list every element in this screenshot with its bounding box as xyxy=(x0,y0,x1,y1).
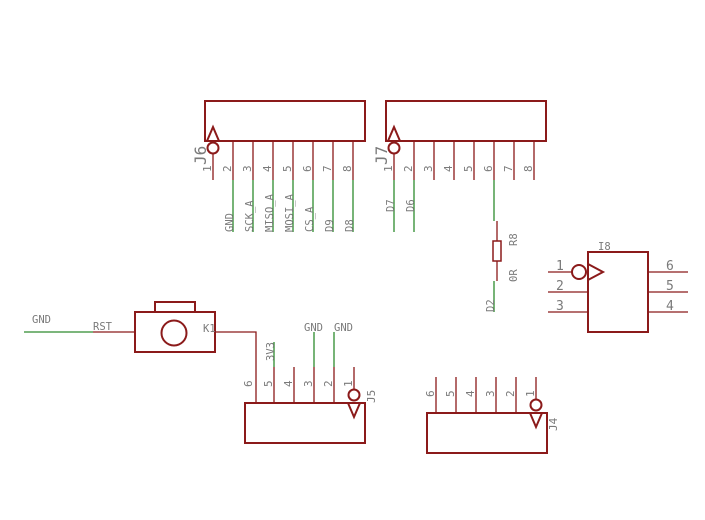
j7-ref-label: J7 xyxy=(372,146,391,165)
j4-pin-6: 6 xyxy=(424,390,437,397)
j5-pin-4: 4 xyxy=(282,380,295,387)
net-label-d9: D9 xyxy=(324,219,336,232)
j4-pin1-triangle xyxy=(528,412,544,430)
j7-pins xyxy=(393,141,535,180)
j4-pins xyxy=(435,377,537,413)
net-label-miso-a: MISO_A xyxy=(264,193,276,232)
j5-pin-3: 3 xyxy=(302,380,315,387)
j6-net-wires xyxy=(232,180,354,232)
ic-i8[interactable]: I8 1 2 3 6 5 4 xyxy=(548,241,688,333)
net-label-cs-a: CS_A xyxy=(304,206,316,232)
j6-pin-2: 2 xyxy=(221,165,234,172)
connector-j6[interactable]: J6 1 2 3 4 5 6 7 8 GND SCK_A MISO_A MOSI… xyxy=(191,100,366,232)
connector-j5[interactable]: J5 6 5 4 3 2 1 3V3 GND GND xyxy=(242,322,378,444)
resistor-r8[interactable]: R8 0R D2 xyxy=(485,180,520,312)
j4-ref-label: J4 xyxy=(547,417,560,431)
k1-right-lead xyxy=(215,331,257,402)
j5-pin1-circle xyxy=(347,388,361,402)
j6-pin-7: 7 xyxy=(321,165,334,172)
j6-pin1-triangle xyxy=(205,124,221,142)
j5-pin1-triangle xyxy=(346,402,362,420)
j6-body xyxy=(204,100,366,142)
j6-pin-6: 6 xyxy=(301,165,314,172)
net-label-gnd-j5a: GND xyxy=(304,322,323,334)
j5-ref-label: J5 xyxy=(365,390,378,403)
j4-pin-1: 1 xyxy=(524,390,537,397)
j7-pin-4: 4 xyxy=(442,165,455,172)
j6-pin-1: 1 xyxy=(201,165,214,172)
j7-pin-1: 1 xyxy=(382,165,395,172)
net-label-sck-a: SCK_A xyxy=(244,200,256,232)
j7-pin-7: 7 xyxy=(502,165,515,172)
j4-pin1-circle xyxy=(529,398,543,412)
net-label-d6: D6 xyxy=(405,199,417,212)
j5-pins xyxy=(273,367,355,403)
k1-ref-label: K1 xyxy=(203,323,216,335)
j5-pin-1: 1 xyxy=(342,380,355,387)
net-label-d2: D2 xyxy=(485,299,497,312)
i8-pin-4: 4 xyxy=(666,299,674,314)
net-label-3v3: 3V3 xyxy=(265,342,277,361)
j7-pin1-triangle xyxy=(386,124,402,142)
r8-ref-label: R8 xyxy=(508,233,520,246)
j4-pin-5: 5 xyxy=(444,390,457,397)
j5-pin-6: 6 xyxy=(242,380,255,387)
j7-pin-2: 2 xyxy=(402,165,415,172)
k1-cap xyxy=(154,301,196,313)
j6-pin-4: 4 xyxy=(261,165,274,172)
i8-pin-2: 2 xyxy=(556,279,564,294)
j4-body xyxy=(426,412,548,454)
net-label-gnd-j5b: GND xyxy=(334,322,353,334)
i8-pin-3: 3 xyxy=(556,299,564,314)
net-label-gnd-left: GND xyxy=(32,314,51,326)
net-label-d7: D7 xyxy=(385,199,397,212)
i8-pin1-circle xyxy=(571,264,587,280)
j6-pins xyxy=(212,141,354,180)
j7-body xyxy=(385,100,547,142)
button-k1[interactable]: GND RST K1 xyxy=(24,301,257,402)
j5-body xyxy=(244,402,366,444)
j4-pin-3: 3 xyxy=(484,390,497,397)
j5-pin-5: 5 xyxy=(262,380,275,387)
r8-value-label: 0R xyxy=(508,269,520,282)
i8-pins xyxy=(548,271,688,313)
net-label-gnd: GND xyxy=(224,213,236,232)
j5-pin-2: 2 xyxy=(322,380,335,387)
i8-pin1-triangle xyxy=(587,262,606,282)
j6-ref-label: J6 xyxy=(191,146,210,165)
j5-net-wires xyxy=(273,332,335,367)
j7-pin-3: 3 xyxy=(422,165,435,172)
j6-pin-5: 5 xyxy=(281,165,294,172)
j7-pin-5: 5 xyxy=(462,165,475,172)
j6-pin-3: 3 xyxy=(241,165,254,172)
j7-pin-8: 8 xyxy=(522,165,535,172)
k1-plunger xyxy=(160,319,188,347)
j6-pin-8: 8 xyxy=(341,165,354,172)
i8-pin-6: 6 xyxy=(666,259,674,274)
i8-body xyxy=(587,251,649,333)
j4-pin-4: 4 xyxy=(464,390,477,397)
j4-pin-2: 2 xyxy=(504,390,517,397)
connector-j4[interactable]: J4 6 5 4 3 2 1 xyxy=(424,377,560,454)
net-label-mosi-a: MOSI_A xyxy=(284,193,296,232)
i8-pin-1: 1 xyxy=(556,259,564,274)
r8-body xyxy=(492,240,502,262)
i8-pin-5: 5 xyxy=(666,279,674,294)
i8-ref-label: I8 xyxy=(598,241,611,253)
j7-pin-6: 6 xyxy=(482,165,495,172)
j7-net-wires xyxy=(393,180,415,232)
net-label-d8: D8 xyxy=(344,219,356,232)
connector-j7[interactable]: J7 1 2 3 4 5 6 7 8 D7 D6 xyxy=(372,100,547,232)
net-label-rst: RST xyxy=(93,321,113,333)
